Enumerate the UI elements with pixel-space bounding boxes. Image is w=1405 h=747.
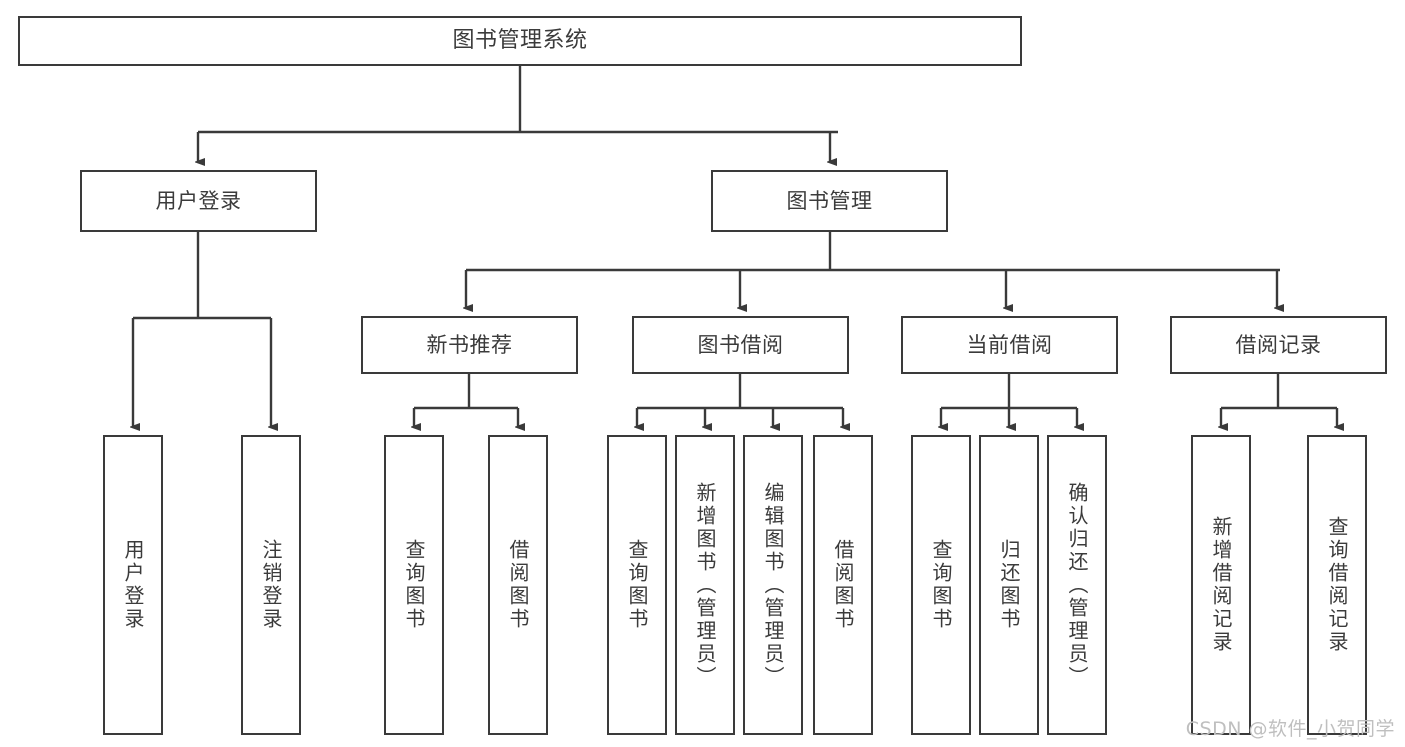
node-book-management[interactable]: 图书管理 [711, 170, 948, 232]
leaf-record-query-record[interactable]: 查询借阅记录 [1307, 435, 1367, 735]
leaf-record-add-record[interactable]: 新增借阅记录 [1191, 435, 1251, 735]
node-user-login[interactable]: 用户登录 [80, 170, 317, 232]
node-book-borrow[interactable]: 图书借阅 [632, 316, 849, 374]
node-label: 借阅记录 [1235, 332, 1322, 357]
node-label: 查询借阅记录 [1325, 516, 1349, 654]
watermark-text: CSDN @软件_小贺同学 [1185, 718, 1395, 740]
leaf-current-return-book[interactable]: 归还图书 [979, 435, 1039, 735]
node-label: 查询图书 [929, 539, 953, 631]
node-borrow-record[interactable]: 借阅记录 [1170, 316, 1387, 374]
node-label: 图书管理 [786, 188, 873, 213]
node-label: 查询图书 [625, 539, 649, 631]
leaf-current-query-book[interactable]: 查询图书 [911, 435, 971, 735]
leaf-user-login-login[interactable]: 用户登录 [103, 435, 163, 735]
leaf-borrow-edit-book[interactable]: 编辑图书（管理员） [743, 435, 803, 735]
node-label: 新增图书（管理员） [693, 481, 717, 689]
leaf-recommend-query-book[interactable]: 查询图书 [384, 435, 444, 735]
node-label: 新增借阅记录 [1209, 516, 1233, 654]
node-label: 图书借阅 [697, 332, 784, 357]
node-label: 图书管理系统 [452, 28, 588, 54]
leaf-current-confirm-return[interactable]: 确认归还（管理员） [1047, 435, 1107, 735]
node-label: 新书推荐 [426, 332, 513, 357]
leaf-borrow-query-book[interactable]: 查询图书 [607, 435, 667, 735]
node-label: 用户登录 [121, 539, 145, 631]
node-label: 借阅图书 [506, 539, 530, 631]
node-label: 查询图书 [402, 539, 426, 631]
node-label: 编辑图书（管理员） [761, 481, 785, 689]
node-label: 借阅图书 [831, 539, 855, 631]
node-label: 归还图书 [997, 539, 1021, 631]
leaf-borrow-add-book[interactable]: 新增图书（管理员） [675, 435, 735, 735]
node-current-borrow[interactable]: 当前借阅 [901, 316, 1118, 374]
leaf-user-login-logout[interactable]: 注销登录 [241, 435, 301, 735]
node-label: 确认归还（管理员） [1065, 481, 1089, 689]
node-new-book-recommend[interactable]: 新书推荐 [361, 316, 578, 374]
node-root-system[interactable]: 图书管理系统 [18, 16, 1022, 66]
leaf-recommend-borrow-book[interactable]: 借阅图书 [488, 435, 548, 735]
node-label: 注销登录 [259, 539, 283, 631]
node-label: 当前借阅 [966, 332, 1053, 357]
leaf-borrow-borrow-book[interactable]: 借阅图书 [813, 435, 873, 735]
node-label: 用户登录 [155, 188, 242, 213]
